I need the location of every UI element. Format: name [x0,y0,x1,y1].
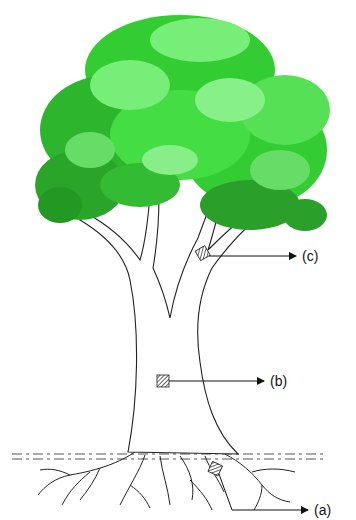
ground-line [12,454,325,459]
tree-trunk [80,195,256,454]
sample-square [195,246,210,261]
callout-label: (b) [269,373,288,389]
callout-label: (c) [301,248,319,264]
roots [38,452,295,510]
sample-square [208,461,223,476]
tree-crown [35,15,330,231]
callout-label: (a) [313,502,332,518]
sample-square [157,375,169,387]
leader-line [169,256,308,510]
